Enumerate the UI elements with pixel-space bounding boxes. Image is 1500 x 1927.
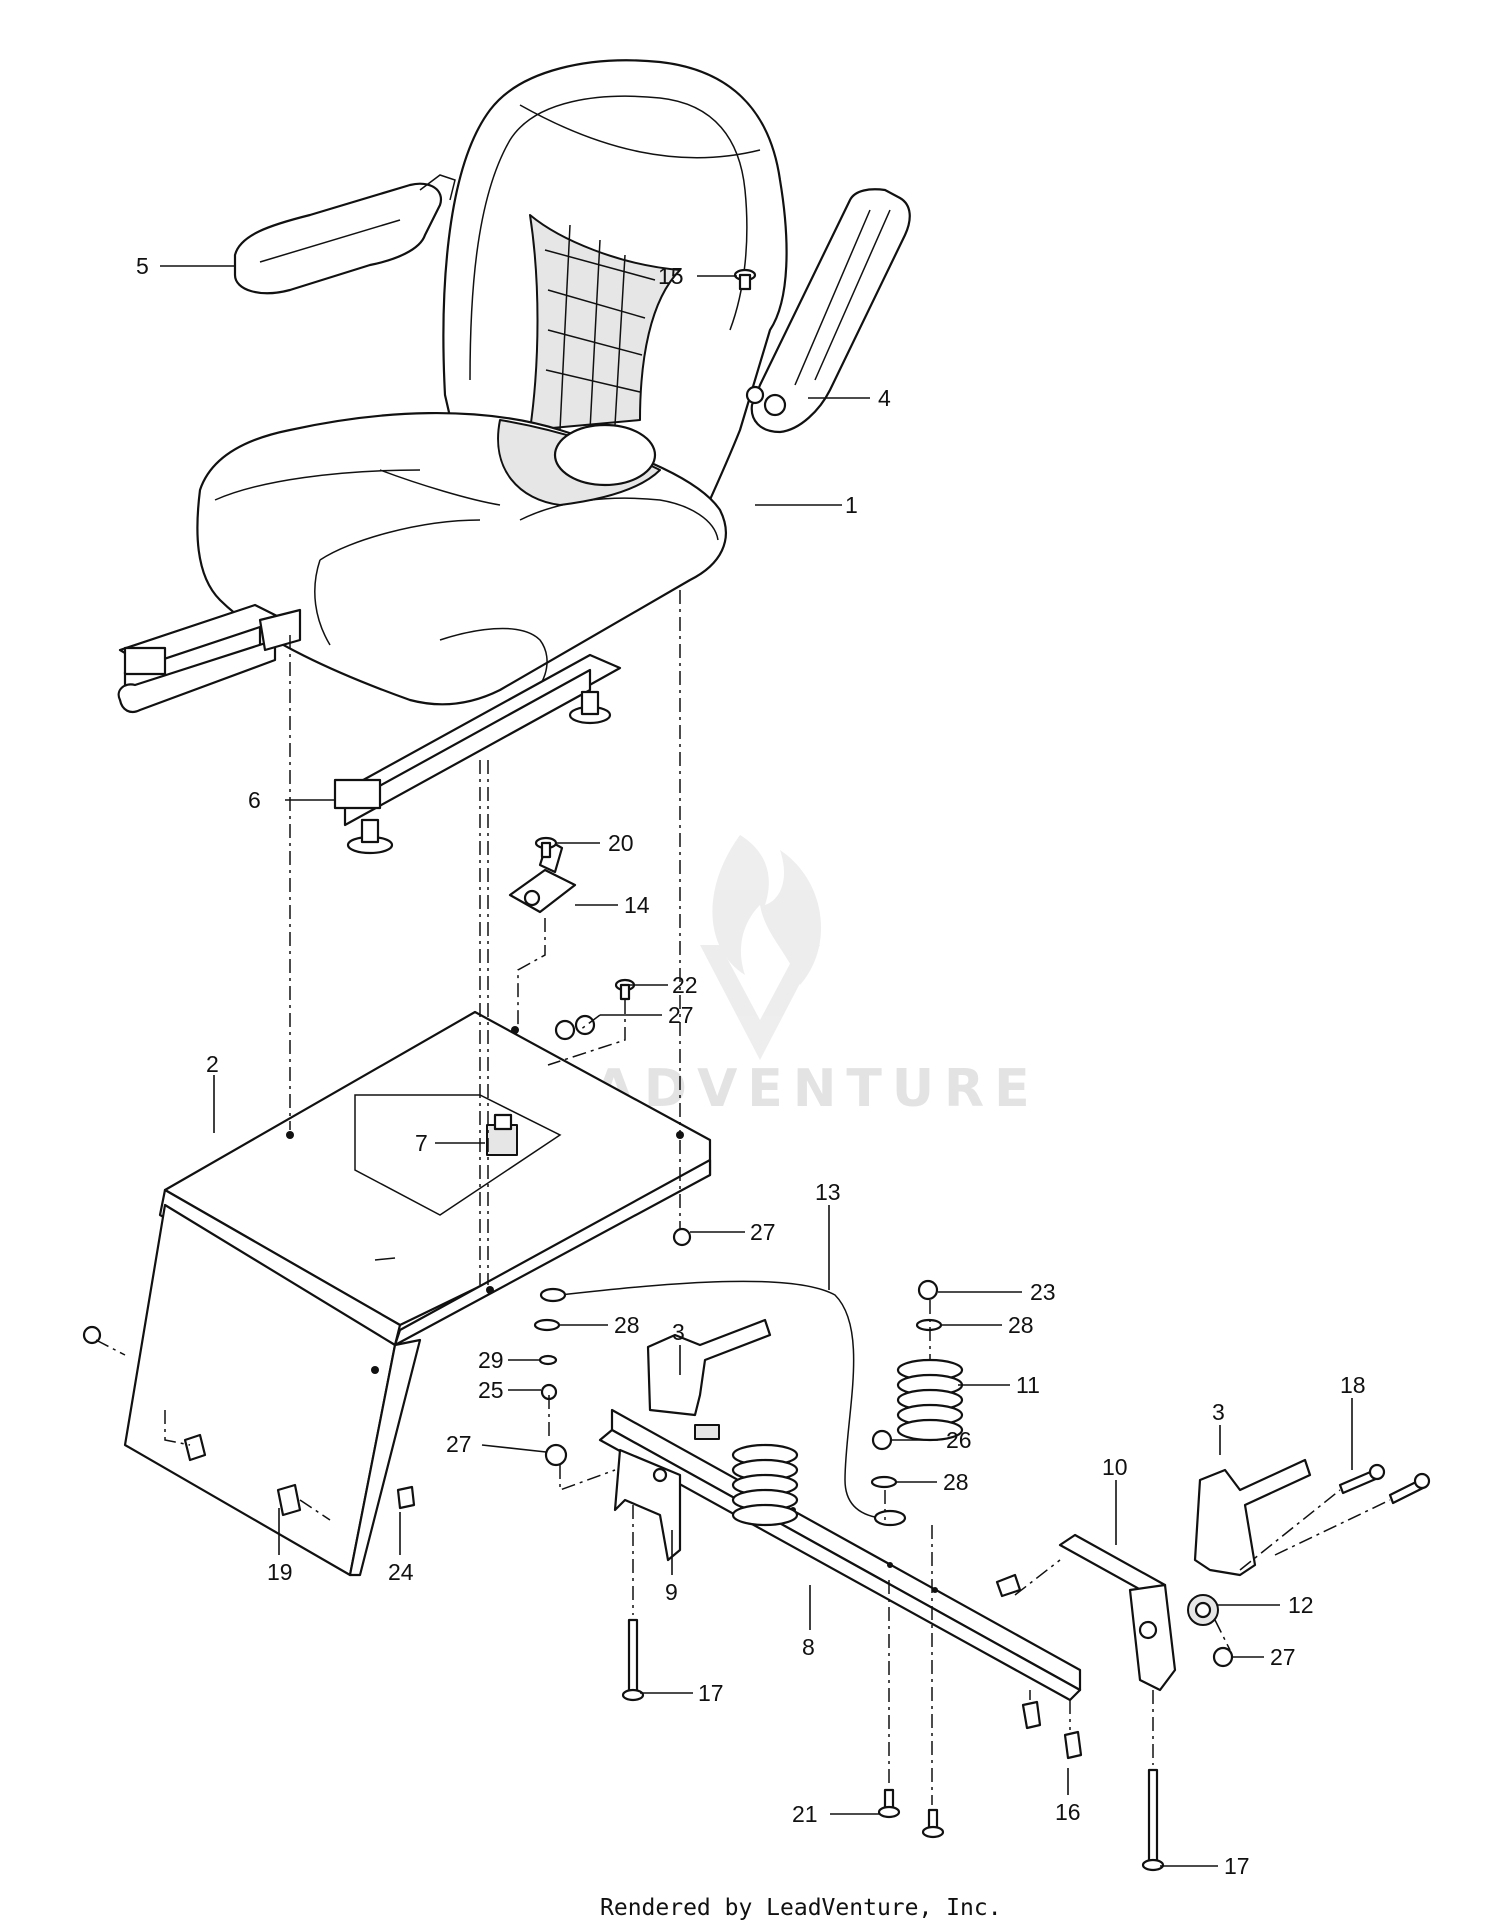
- alignment-lines: [95, 590, 1391, 1805]
- callout-27-right: 27: [1270, 1644, 1296, 1670]
- bolt-17-right: [1141, 1768, 1165, 1872]
- callout-3-left: 3: [672, 1319, 685, 1345]
- callout-labels: 1 2 3 3 4 5 6 7 8 9 10 11 12 13 14 15 16…: [136, 253, 1366, 1879]
- callout-23: 23: [1030, 1279, 1056, 1305]
- callout-6: 6: [248, 787, 261, 813]
- footer-credit: Rendered by LeadVenture, Inc.: [600, 1895, 1002, 1921]
- seat-bar-8: [598, 1408, 1082, 1702]
- left-armrest: [233, 174, 456, 295]
- bushing-12: [1187, 1594, 1219, 1626]
- bracket-3-left: [646, 1318, 772, 1417]
- seat-cable-13: [539, 1280, 907, 1527]
- bolt-lower: [921, 1808, 945, 1839]
- callout-27-left: 27: [446, 1431, 472, 1457]
- callout-25: 25: [478, 1377, 504, 1403]
- callout-14: 14: [624, 892, 650, 918]
- callout-13: 13: [815, 1179, 841, 1205]
- seat-pan: [123, 1010, 712, 1577]
- callout-18: 18: [1340, 1372, 1366, 1398]
- bracket-9: [613, 1448, 682, 1562]
- callout-17-left: 17: [698, 1680, 724, 1706]
- pin-15: [733, 268, 757, 291]
- callout-1: 1: [845, 492, 858, 518]
- callout-3-right: 3: [1212, 1399, 1225, 1425]
- nuts-27-upper: [554, 1014, 596, 1041]
- callout-19: 19: [267, 1559, 293, 1585]
- callout-10: 10: [1102, 1454, 1128, 1480]
- callout-28-upper-right: 28: [1008, 1312, 1034, 1338]
- callout-12: 12: [1288, 1592, 1314, 1618]
- seat-assembly: [196, 59, 788, 706]
- nut-27-right: [1212, 1646, 1234, 1668]
- leader-lines: [160, 265, 1353, 1867]
- seat-switch-7: [486, 1113, 518, 1156]
- callout-28-left: 28: [614, 1312, 640, 1338]
- callout-5: 5: [136, 253, 149, 279]
- pan-hardware: [82, 1227, 692, 1517]
- bolt-21: [877, 1788, 901, 1819]
- bolts-18: [1338, 1463, 1431, 1505]
- callout-9: 9: [665, 1579, 678, 1605]
- callout-24: 24: [388, 1559, 414, 1585]
- callout-17-right: 17: [1224, 1853, 1250, 1879]
- bracket-3-right: [1193, 1458, 1312, 1577]
- clips-16: [995, 1573, 1083, 1760]
- callout-21: 21: [792, 1801, 818, 1827]
- bracket-10: [1058, 1533, 1177, 1692]
- callout-15: 15: [658, 263, 684, 289]
- spring-11-left: [731, 1443, 799, 1527]
- callout-16: 16: [1055, 1799, 1081, 1825]
- washers-stack-left: [533, 1318, 568, 1467]
- callout-29: 29: [478, 1347, 504, 1373]
- callout-26: 26: [946, 1427, 972, 1453]
- bolt-20: [534, 836, 558, 859]
- callout-7: 7: [415, 1130, 428, 1156]
- callout-4: 4: [878, 385, 891, 411]
- callout-20: 20: [608, 830, 634, 856]
- callout-2: 2: [206, 1051, 219, 1077]
- callout-27-top: 27: [668, 1002, 694, 1028]
- spring-11-right: [896, 1358, 964, 1442]
- callout-22: 22: [672, 972, 698, 998]
- callout-27-mid: 27: [750, 1219, 776, 1245]
- leadventure-watermark-logo: [700, 835, 822, 1060]
- right-armrest: [745, 188, 911, 434]
- bolt-17-left: [621, 1618, 645, 1702]
- bolt-22: [614, 978, 636, 1001]
- seat-slide-rails: [117, 603, 622, 855]
- spring-hardware: [870, 1279, 943, 1489]
- callout-11: 11: [1016, 1372, 1040, 1398]
- callout-28-lower-right: 28: [943, 1469, 969, 1495]
- callout-8: 8: [802, 1634, 815, 1660]
